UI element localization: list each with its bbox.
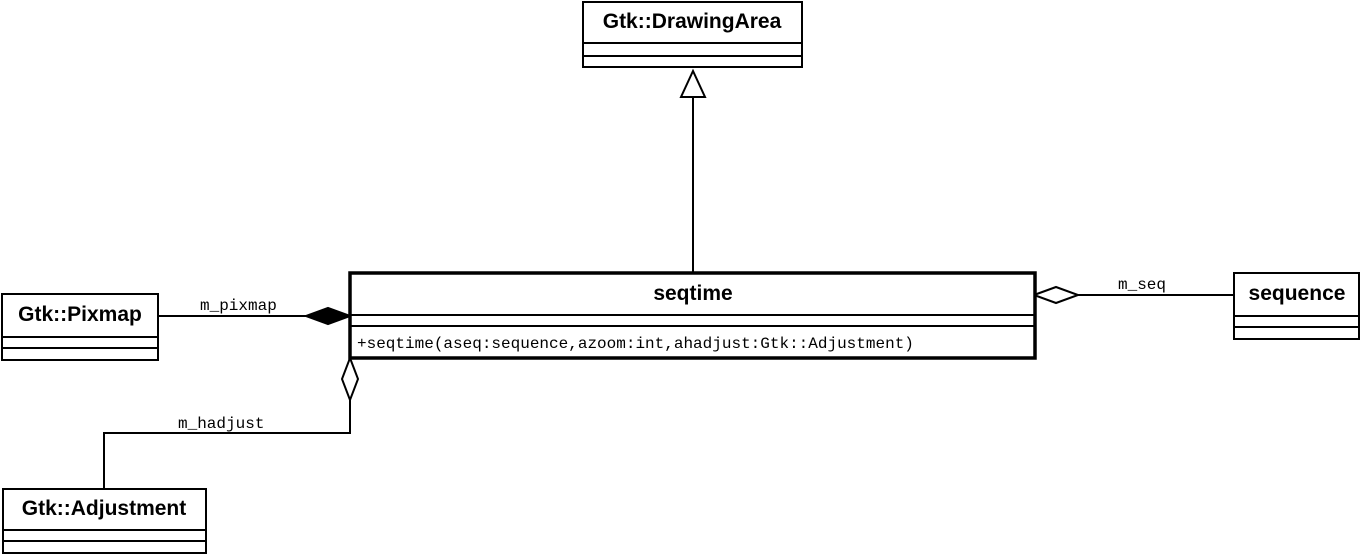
class-operation: +seqtime(aseq:sequence,azoom:int,ahadjus… — [357, 335, 914, 353]
relation-label-seq: m_seq — [1118, 276, 1166, 294]
class-name: sequence — [1249, 282, 1346, 305]
class-gtk-adjustment: Gtk::Adjustment — [2, 488, 207, 554]
relation-label-hadjust: m_hadjust — [178, 415, 264, 433]
generalization-drawingarea — [679, 68, 707, 273]
class-seqtime: seqtime +seqtime(aseq:sequence,azoom:int… — [348, 271, 1037, 360]
class-name: seqtime — [653, 282, 732, 305]
class-name: Gtk::Adjustment — [22, 497, 187, 520]
class-sequence: sequence — [1233, 272, 1360, 340]
aggregation-adjustment: m_hadjust — [103, 355, 360, 489]
aggregation-diamond-hadjust — [340, 355, 360, 403]
aggregation-diamond-seq — [1031, 285, 1081, 305]
class-name: Gtk::Pixmap — [18, 303, 142, 326]
class-gtk-pixmap: Gtk::Pixmap — [1, 293, 159, 361]
class-gtk-drawingarea: Gtk::DrawingArea — [582, 1, 803, 68]
aggregation-sequence: m_seq — [1031, 276, 1234, 305]
generalization-arrowhead — [679, 68, 707, 98]
composition-pixmap: m_pixmap — [158, 297, 353, 326]
relation-label-pixmap: m_pixmap — [200, 297, 277, 315]
class-name: Gtk::DrawingArea — [603, 10, 782, 33]
composition-diamond — [303, 306, 353, 326]
